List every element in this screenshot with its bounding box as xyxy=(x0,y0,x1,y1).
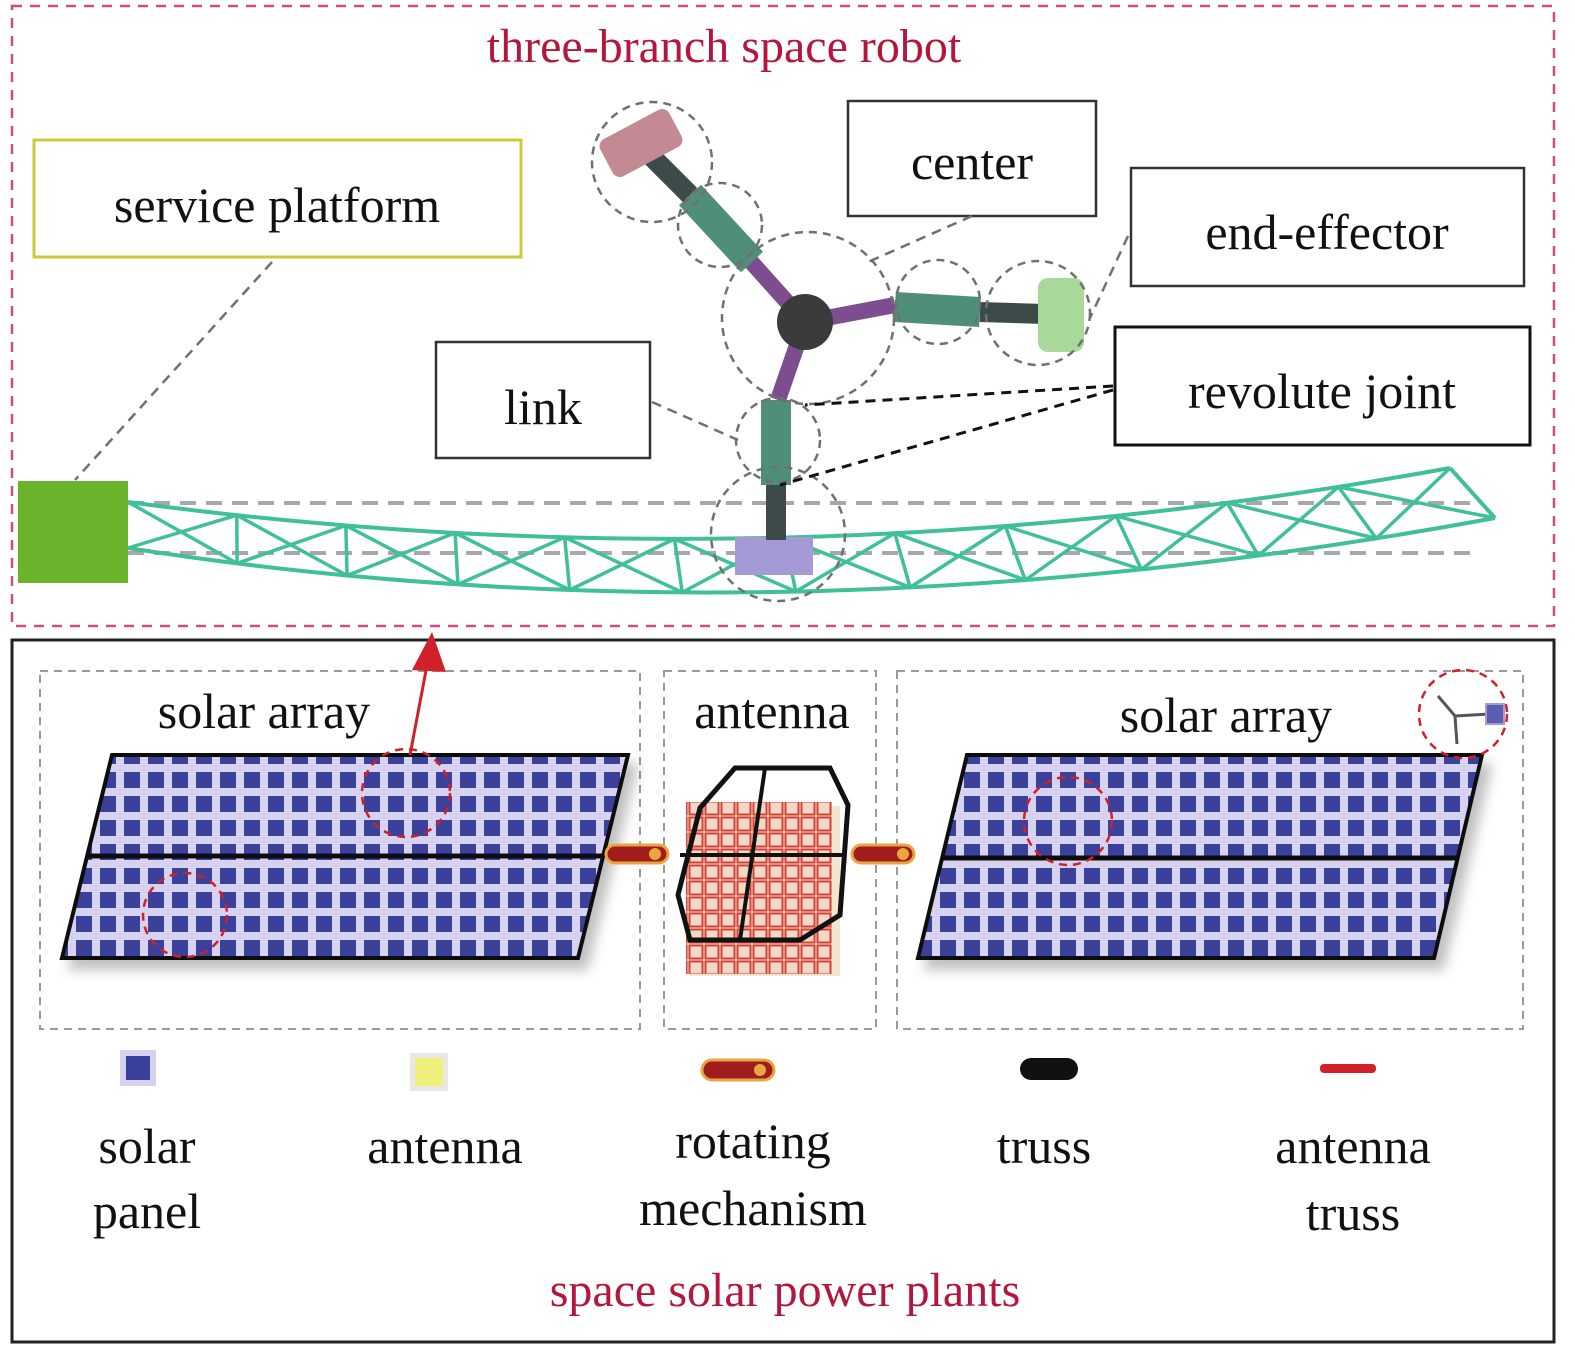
mini-robot-base xyxy=(1485,703,1505,725)
service-platform-box xyxy=(32,138,523,259)
end-effector-upper xyxy=(599,108,683,178)
left-solar-array xyxy=(59,753,631,960)
antenna-truss-icon xyxy=(1320,1064,1376,1073)
right-link-dark xyxy=(979,302,1046,324)
revolute-joint-box xyxy=(1113,325,1532,447)
antenna-assembly xyxy=(675,765,851,976)
legend xyxy=(120,1050,1376,1091)
right-link xyxy=(894,292,981,327)
antenna-panel-label: antenna xyxy=(694,683,849,739)
truss-icon xyxy=(1020,1058,1078,1080)
legend-truss: truss xyxy=(997,1118,1091,1174)
plant-frame xyxy=(10,638,1556,1344)
right-array-highlights xyxy=(1022,668,1509,867)
legend-solar-panel-line1: solar xyxy=(98,1118,196,1174)
service-platform-label: service platform xyxy=(114,177,440,233)
robot-base xyxy=(735,537,813,575)
robot-arm xyxy=(637,142,1046,540)
legend-rotating-line1: rotating xyxy=(675,1113,831,1169)
end-effector-label: end-effector xyxy=(1205,204,1449,260)
link-label: link xyxy=(504,379,582,435)
upper-link xyxy=(678,184,764,273)
robot-frame xyxy=(10,4,1556,628)
robot-center-hub xyxy=(777,294,833,350)
end-effector-box xyxy=(1129,166,1526,288)
truss-diagonals xyxy=(127,466,1497,594)
robot-title: three-branch space robot xyxy=(487,20,962,73)
legend-rotating-line2: mechanism xyxy=(639,1180,867,1236)
legend-antenna-truss-line2: truss xyxy=(1306,1185,1400,1241)
leader-lines xyxy=(74,214,1130,487)
plant-title: space solar power plants xyxy=(550,1264,1021,1317)
rotating-mechanism-icon xyxy=(700,1058,776,1082)
joint-highlights xyxy=(590,100,1092,603)
legend-solar-panel-line2: panel xyxy=(93,1183,201,1239)
legend-antenna-truss-line1: antenna xyxy=(1275,1118,1430,1174)
service-platform-block xyxy=(18,481,128,583)
legend-antenna: antenna xyxy=(367,1118,522,1174)
left-array-label: solar array xyxy=(158,683,370,739)
revolute-joint-label: revolute joint xyxy=(1188,363,1456,419)
sub-panels xyxy=(39,670,1524,1030)
zoom-arrow xyxy=(408,632,446,756)
center-label: center xyxy=(911,134,1033,190)
mini-robot-icon xyxy=(1436,695,1491,745)
rotating-mechanisms xyxy=(604,843,916,865)
right-array-label: solar array xyxy=(1120,687,1332,743)
left-array-highlights xyxy=(141,747,452,959)
end-effector-right xyxy=(1038,278,1084,352)
right-solar-array xyxy=(915,753,1485,960)
link-box xyxy=(434,340,652,460)
